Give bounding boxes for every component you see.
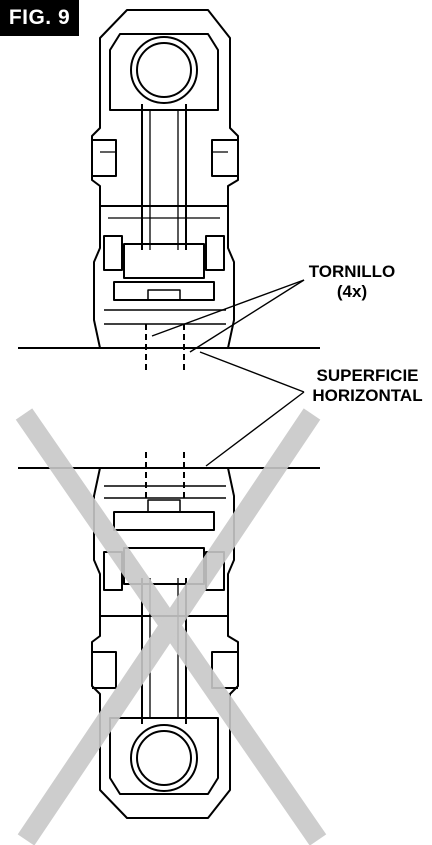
- callout-leaders: [152, 280, 304, 466]
- upper-tool-correct: [92, 10, 238, 370]
- screw-callout-label: TORNILLO (4x): [304, 262, 400, 302]
- figure-number-badge: FIG. 9: [0, 0, 79, 36]
- surface-callout-label: SUPERFICIE HORIZONTAL: [305, 366, 430, 406]
- surface-callout-line1: SUPERFICIE: [305, 366, 430, 386]
- incorrect-cross-icon: [24, 414, 318, 840]
- screw-callout-line2: (4x): [304, 282, 400, 302]
- screw-callout-line1: TORNILLO: [304, 262, 400, 282]
- surface-callout-line2: HORIZONTAL: [305, 386, 430, 406]
